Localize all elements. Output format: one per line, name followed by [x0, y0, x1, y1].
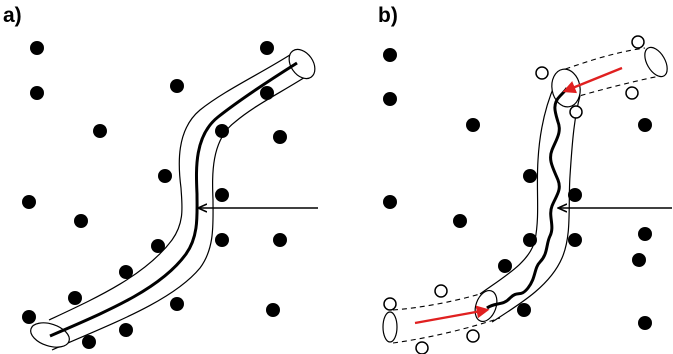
obstacle-dot — [453, 214, 467, 228]
obstacle-dot — [523, 169, 537, 183]
open-circle — [383, 297, 397, 311]
obstacle-dot — [273, 233, 287, 247]
open-circle — [631, 35, 645, 49]
tube-end-cap-right — [288, 48, 316, 80]
obstacle-dot — [466, 118, 480, 132]
tube-wall-lower — [51, 73, 311, 351]
obstacle-dot — [523, 233, 537, 247]
panel-b-label: b) — [378, 4, 398, 27]
obstacle-dot — [568, 233, 582, 247]
obstacle-dot — [260, 41, 274, 55]
obstacle-dot — [30, 41, 44, 55]
open-circle — [535, 66, 549, 80]
obstacle-dot — [568, 188, 582, 202]
obstacle-dot — [22, 310, 36, 324]
obstacle-dot — [158, 169, 172, 183]
obstacle-dot — [383, 195, 397, 209]
obstacle-dot — [30, 86, 44, 100]
open-circle — [625, 86, 639, 100]
obstacle-dot — [638, 227, 652, 241]
obstacle-dot — [22, 195, 36, 209]
polymer-chain — [49, 61, 298, 338]
panel-a-label: a) — [3, 4, 22, 27]
old-tube-cap-right — [644, 46, 668, 78]
open-circle — [466, 329, 480, 343]
obstacle-dot — [151, 239, 165, 253]
obstacle-dot — [273, 130, 287, 144]
panel-a — [22, 41, 318, 351]
obstacle-dot — [93, 124, 107, 138]
obstacle-dots — [22, 41, 287, 349]
obstacle-dot — [498, 259, 512, 273]
polymer-chain — [486, 87, 569, 310]
open-circle — [415, 341, 429, 354]
obstacle-dot — [74, 214, 88, 228]
obstacle-dot — [383, 92, 397, 106]
tube-wall-lower — [491, 95, 581, 323]
obstacle-dot — [82, 335, 96, 349]
tube-wall-upper — [48, 52, 294, 321]
obstacle-dot — [68, 291, 82, 305]
panel-b — [382, 35, 672, 354]
obstacle-dot — [215, 124, 229, 138]
obstacle-dot — [632, 253, 646, 267]
obstacle-dot — [119, 323, 133, 337]
released-obstacles — [383, 35, 645, 354]
obstacle-dot — [215, 233, 229, 247]
obstacle-dot — [383, 48, 397, 62]
obstacle-dot — [170, 79, 184, 93]
motion-arrow-top — [562, 66, 623, 94]
motion-arrow-bottom — [414, 305, 490, 325]
open-circle — [434, 284, 448, 298]
obstacle-dot — [517, 303, 531, 317]
obstacle-dot — [170, 297, 184, 311]
obstacle-dot — [638, 316, 652, 330]
obstacle-dot — [638, 118, 652, 132]
obstacle-dot — [119, 265, 133, 279]
obstacle-dots — [383, 48, 652, 330]
obstacle-dot — [266, 303, 280, 317]
obstacle-dot — [260, 86, 274, 100]
old-tube-cap-left — [382, 311, 398, 343]
open-circle — [569, 105, 583, 119]
tube-wall-upper — [479, 83, 556, 295]
obstacle-dot — [215, 188, 229, 202]
